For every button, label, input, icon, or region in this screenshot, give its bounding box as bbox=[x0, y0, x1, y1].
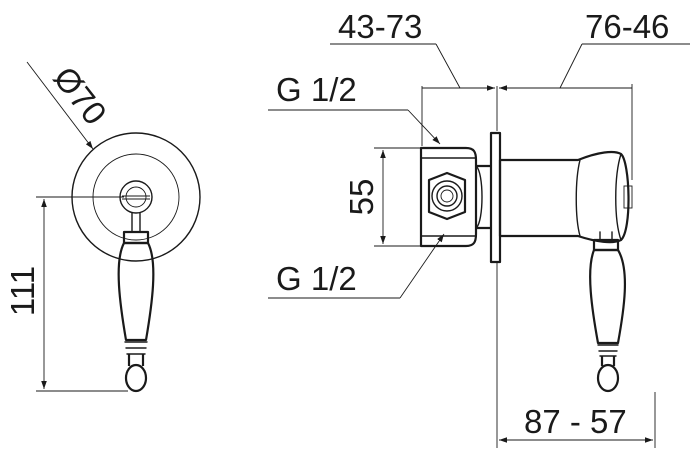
side-view: 55 G 1/2 G 1/2 43-73 76-46 87 - 57 bbox=[268, 8, 690, 448]
side-lever-handle bbox=[589, 248, 627, 345]
side-hex-nut bbox=[427, 171, 467, 221]
dim-inlet-bottom-label: G 1/2 bbox=[276, 260, 357, 297]
side-body bbox=[498, 150, 630, 244]
front-hub-outer bbox=[119, 180, 153, 214]
dim-diameter-label: Ø70 bbox=[46, 60, 114, 132]
side-lever-knob bbox=[596, 363, 620, 393]
side-flange bbox=[489, 131, 502, 264]
front-lever-handle bbox=[117, 241, 155, 342]
dim-depth-bottom-label: 87 - 57 bbox=[524, 403, 627, 440]
dim-depth-top-label: 43-73 bbox=[338, 8, 422, 45]
dim-height-label: 111 bbox=[4, 266, 41, 316]
dim-inlet-top-label: G 1/2 bbox=[276, 71, 357, 108]
front-view: Ø70 111 bbox=[4, 60, 201, 393]
front-hub-inner bbox=[125, 186, 147, 208]
dim-spacing-label: 55 bbox=[343, 179, 380, 216]
dim-width-top-label: 76-46 bbox=[585, 8, 669, 45]
side-inlet-fitting bbox=[419, 146, 478, 248]
front-lever-knob bbox=[124, 363, 148, 393]
